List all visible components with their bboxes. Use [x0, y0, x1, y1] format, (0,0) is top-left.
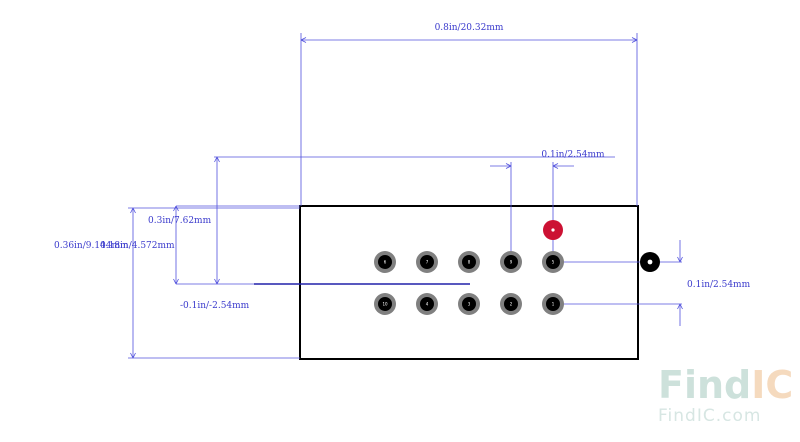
pad: 10: [374, 293, 396, 315]
pad-label: 7: [426, 260, 429, 265]
pad-label: 6: [384, 260, 387, 265]
watermark-logo-a: Find: [658, 363, 751, 407]
svg-text:FindIC: FindIC: [658, 363, 793, 407]
pad: 5: [542, 251, 564, 273]
pad-label: 3: [468, 302, 471, 307]
pad-label: 8: [468, 260, 471, 265]
pad: 2: [500, 293, 522, 315]
pad-label: 1: [552, 302, 555, 307]
offset-dimension-label: -0.1in/-2.54mm: [180, 301, 250, 311]
pad: 8: [458, 251, 480, 273]
findic-watermark: FindIC FindIC.com: [658, 363, 793, 426]
pad: 6: [374, 251, 396, 273]
width-dimension-label: 0.8in/20.32mm: [435, 23, 504, 33]
pad-label: 9: [510, 260, 513, 265]
component-outline: [299, 205, 639, 360]
pad-label: 10: [382, 302, 388, 307]
pad-label: 5: [552, 260, 555, 265]
pad: 1: [542, 293, 564, 315]
origin-marker-icon: [640, 252, 660, 272]
dimension-lines: [128, 33, 683, 359]
height-total-dimension-label: 0.36in/9.144mm: [54, 241, 129, 251]
pad: 3: [458, 293, 480, 315]
watermark-url: FindIC.com: [658, 406, 761, 426]
top-pitch-dimension-label: 0.1in/2.54mm: [541, 150, 605, 160]
right-pitch-dimension-label: 0.1in/2.54mm: [687, 280, 751, 290]
pad-label: 4: [426, 302, 429, 307]
row-spacing-dimension-label: 0.3in/7.62mm: [148, 216, 212, 226]
watermark-logo-b: IC: [751, 363, 793, 407]
pad: 7: [416, 251, 438, 273]
pad-row-bottom: 10 4 3 2 1: [374, 293, 564, 315]
height-inner-dimension-label: 0.18in/4.572mm: [100, 241, 175, 251]
pad: 9: [500, 251, 522, 273]
pad: 4: [416, 293, 438, 315]
pad-row-top: 6 7 8 9 5: [374, 251, 564, 273]
pin1-marker-icon: [543, 220, 563, 240]
pad-label: 2: [510, 302, 513, 307]
